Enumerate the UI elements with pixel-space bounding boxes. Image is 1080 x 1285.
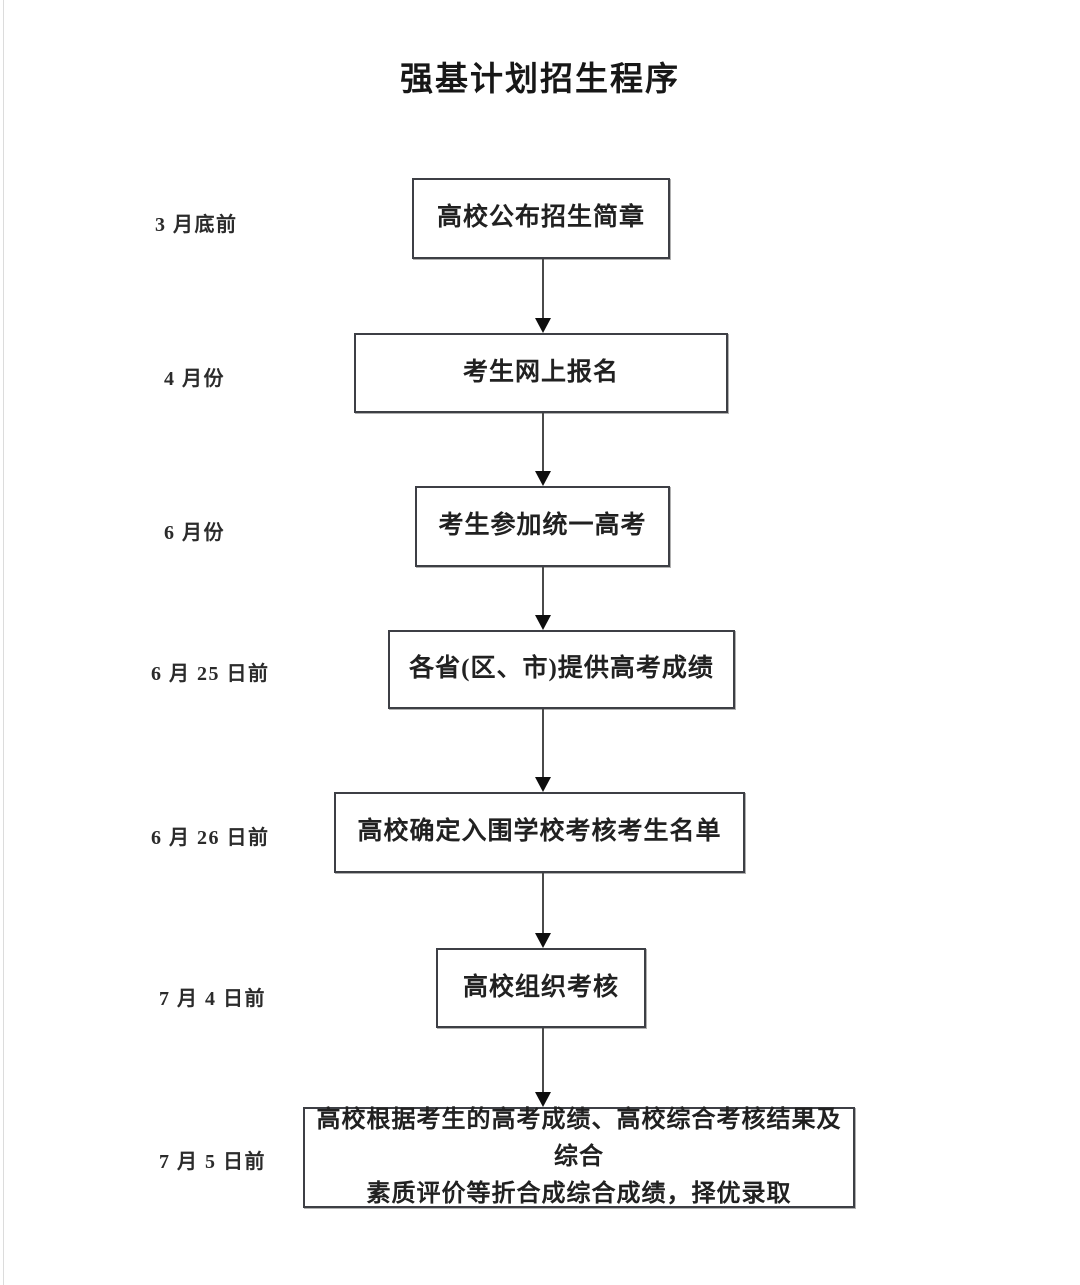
timeline-label-step-7: 7 月 5 日前 [159,1151,266,1173]
arrow-head-down-icon [535,1092,551,1107]
process-box-step-3: 考生参加统一高考 [415,486,670,567]
process-box-label: 考生参加统一高考 [438,512,647,540]
process-box-step-1: 高校公布招生简章 [412,178,670,259]
arrow-head-down-icon [535,777,551,792]
page-title: 强基计划招生程序 [400,59,680,98]
arrow-head-down-icon [535,615,551,630]
process-box-label: 考生网上报名 [462,358,619,386]
process-box-step-7: 高校根据考生的高考成绩、高校综合考核结果及综合素质评价等折合成综合成绩，择优录取 [303,1107,855,1208]
timeline-label-step-4: 6 月 25 日前 [151,663,270,685]
arrow-shaft [542,259,544,320]
timeline-label-step-6: 7 月 4 日前 [159,988,266,1010]
process-box-label: 各省(区、市)提供高考成绩 [409,655,714,683]
timeline-label-step-2: 4 月份 [164,368,225,390]
process-box-label: 高校公布招生简章 [436,204,645,232]
timeline-label-step-3: 6 月份 [164,522,225,544]
process-box-step-6: 高校组织考核 [436,948,646,1028]
process-box-label: 高校确定入围学校考核考生名单 [357,818,722,846]
process-box-step-4: 各省(区、市)提供高考成绩 [388,630,735,709]
arrow-shaft [542,709,544,779]
arrow-shaft [542,1028,544,1094]
process-box-step-5: 高校确定入围学校考核考生名单 [334,792,745,873]
process-box-label: 高校组织考核 [462,973,619,1001]
page-scan-edge-artifact [3,0,4,1285]
arrow-shaft [542,873,544,935]
arrow-shaft [542,413,544,473]
process-box-label: 高校根据考生的高考成绩、高校综合考核结果及综合素质评价等折合成综合成绩，择优录取 [316,1106,842,1208]
timeline-label-step-1: 3 月底前 [155,214,238,236]
process-box-step-2: 考生网上报名 [354,333,728,413]
arrow-head-down-icon [535,933,551,948]
arrow-head-down-icon [535,318,551,333]
arrow-shaft [542,567,544,617]
arrow-head-down-icon [535,471,551,486]
timeline-label-step-5: 6 月 26 日前 [151,827,270,849]
